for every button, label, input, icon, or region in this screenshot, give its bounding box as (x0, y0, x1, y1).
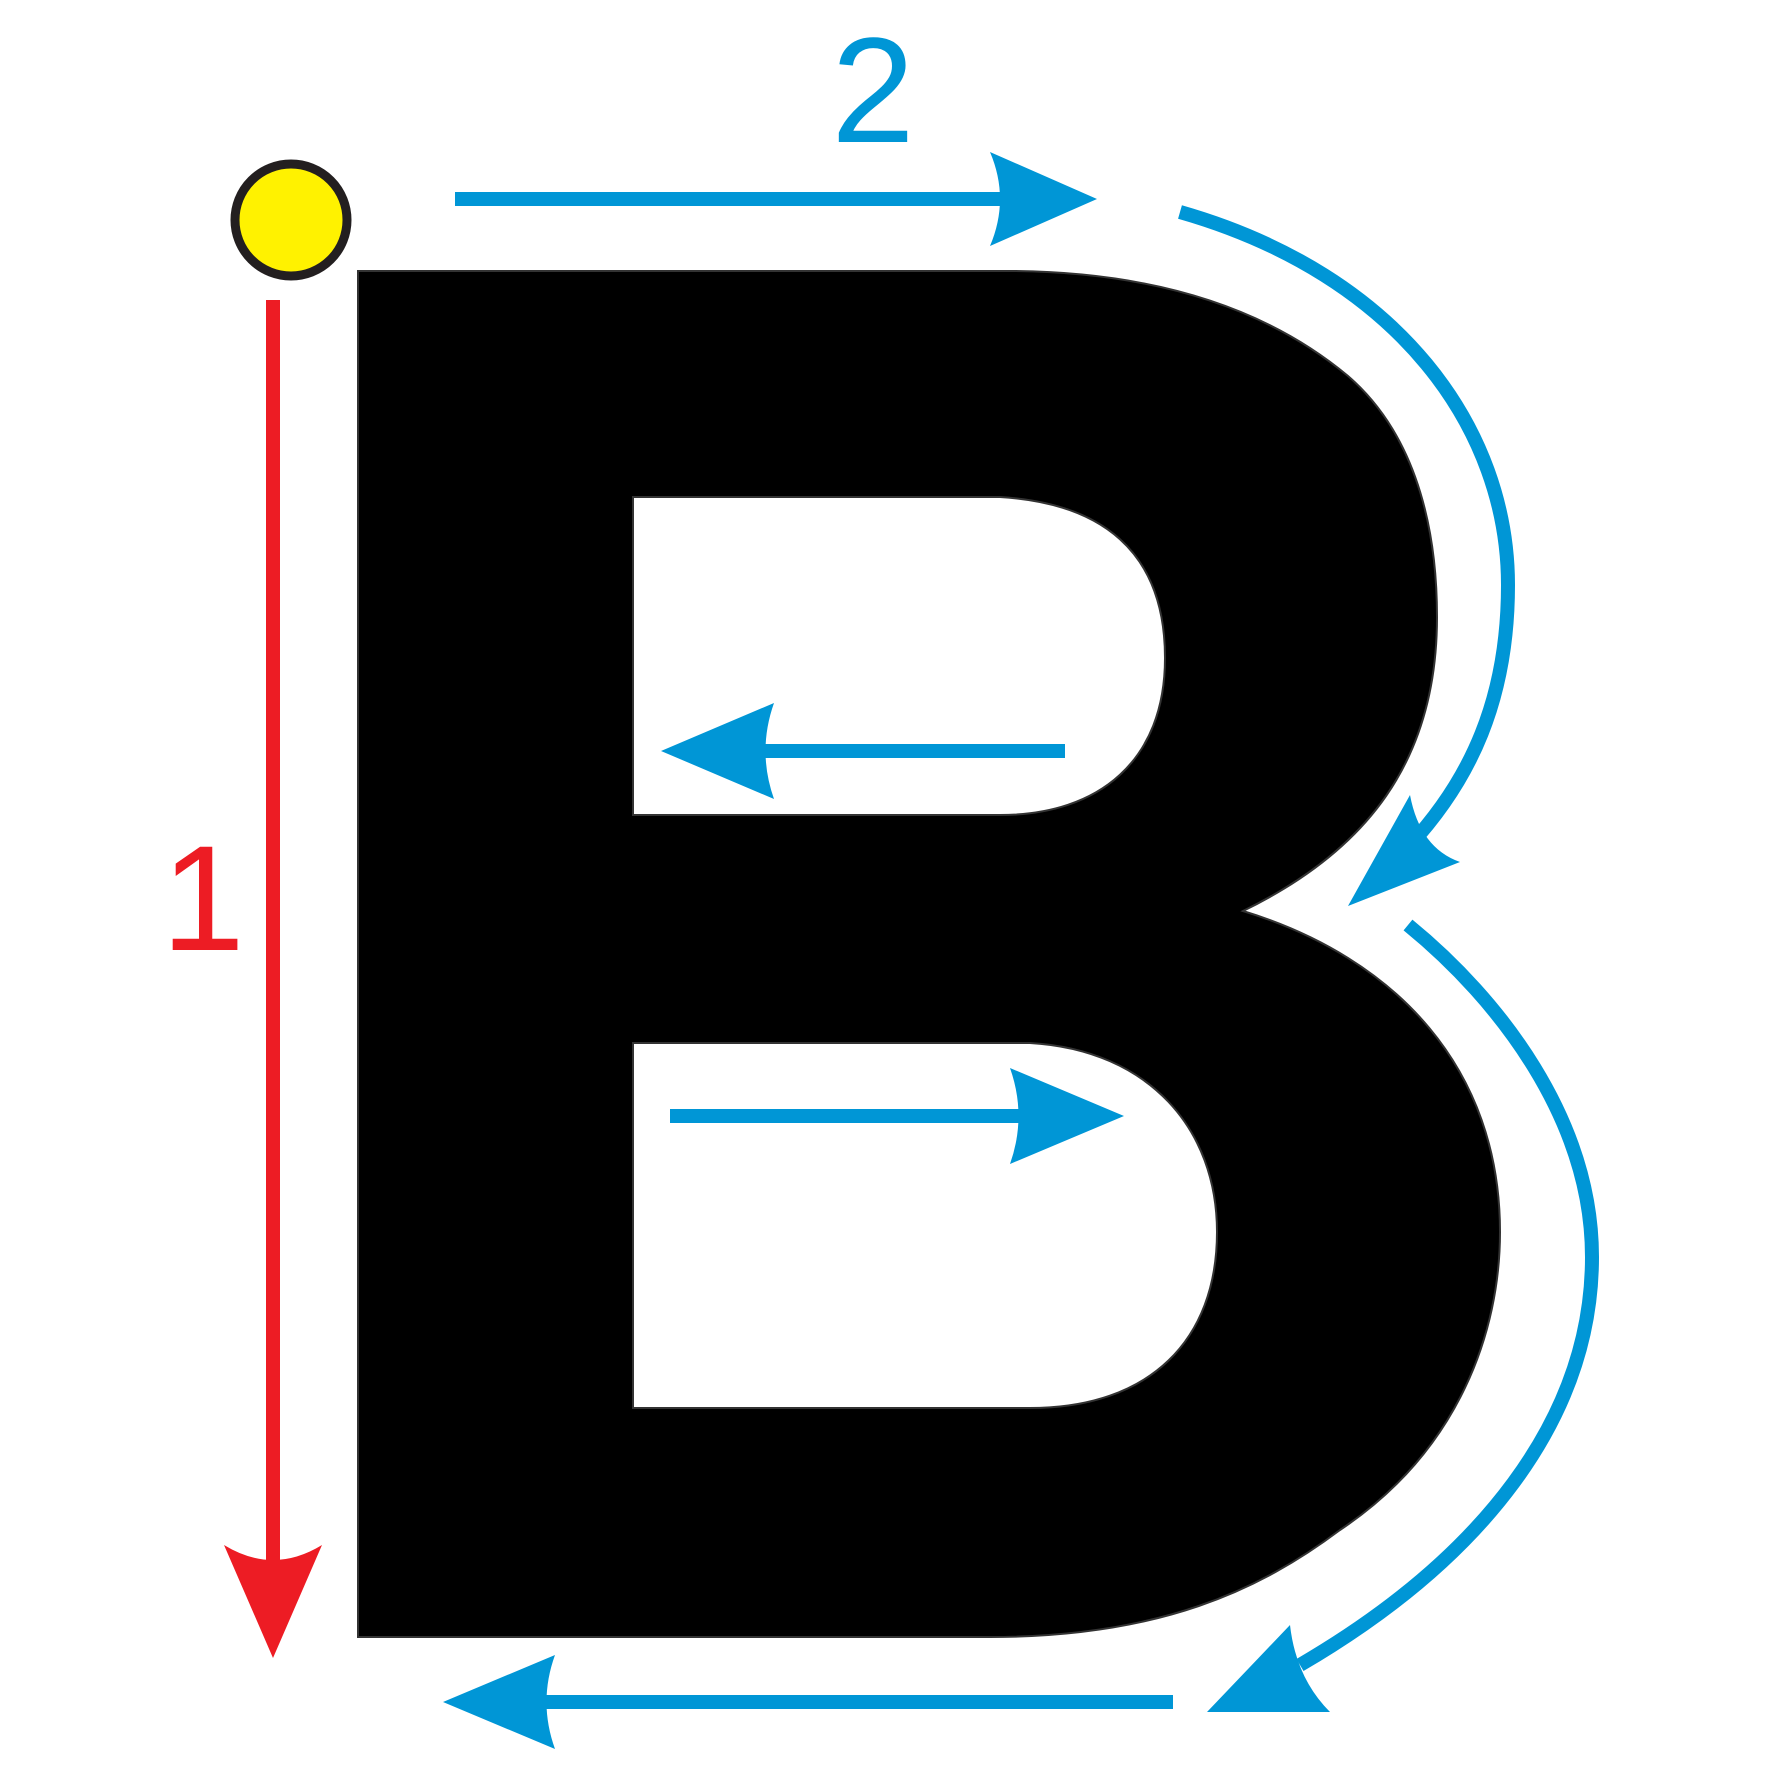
stroke-2-arrows (443, 152, 1600, 1749)
bottom-left-arrow (443, 1655, 1173, 1749)
stroke-1-number: 1 (161, 814, 244, 982)
lower-bowl-curve-arrow (1207, 919, 1600, 1712)
letter-b-glyph (357, 270, 1502, 1638)
middle-left-arrow (661, 703, 1065, 799)
upper-bowl-curve-arrow (1178, 205, 1516, 906)
start-point-dot (230, 159, 352, 281)
stroke-2-number: 2 (831, 6, 914, 174)
top-right-arrow (455, 152, 1097, 246)
inner-right-arrow (670, 1068, 1124, 1164)
stroke-1-arrow (224, 300, 322, 1658)
